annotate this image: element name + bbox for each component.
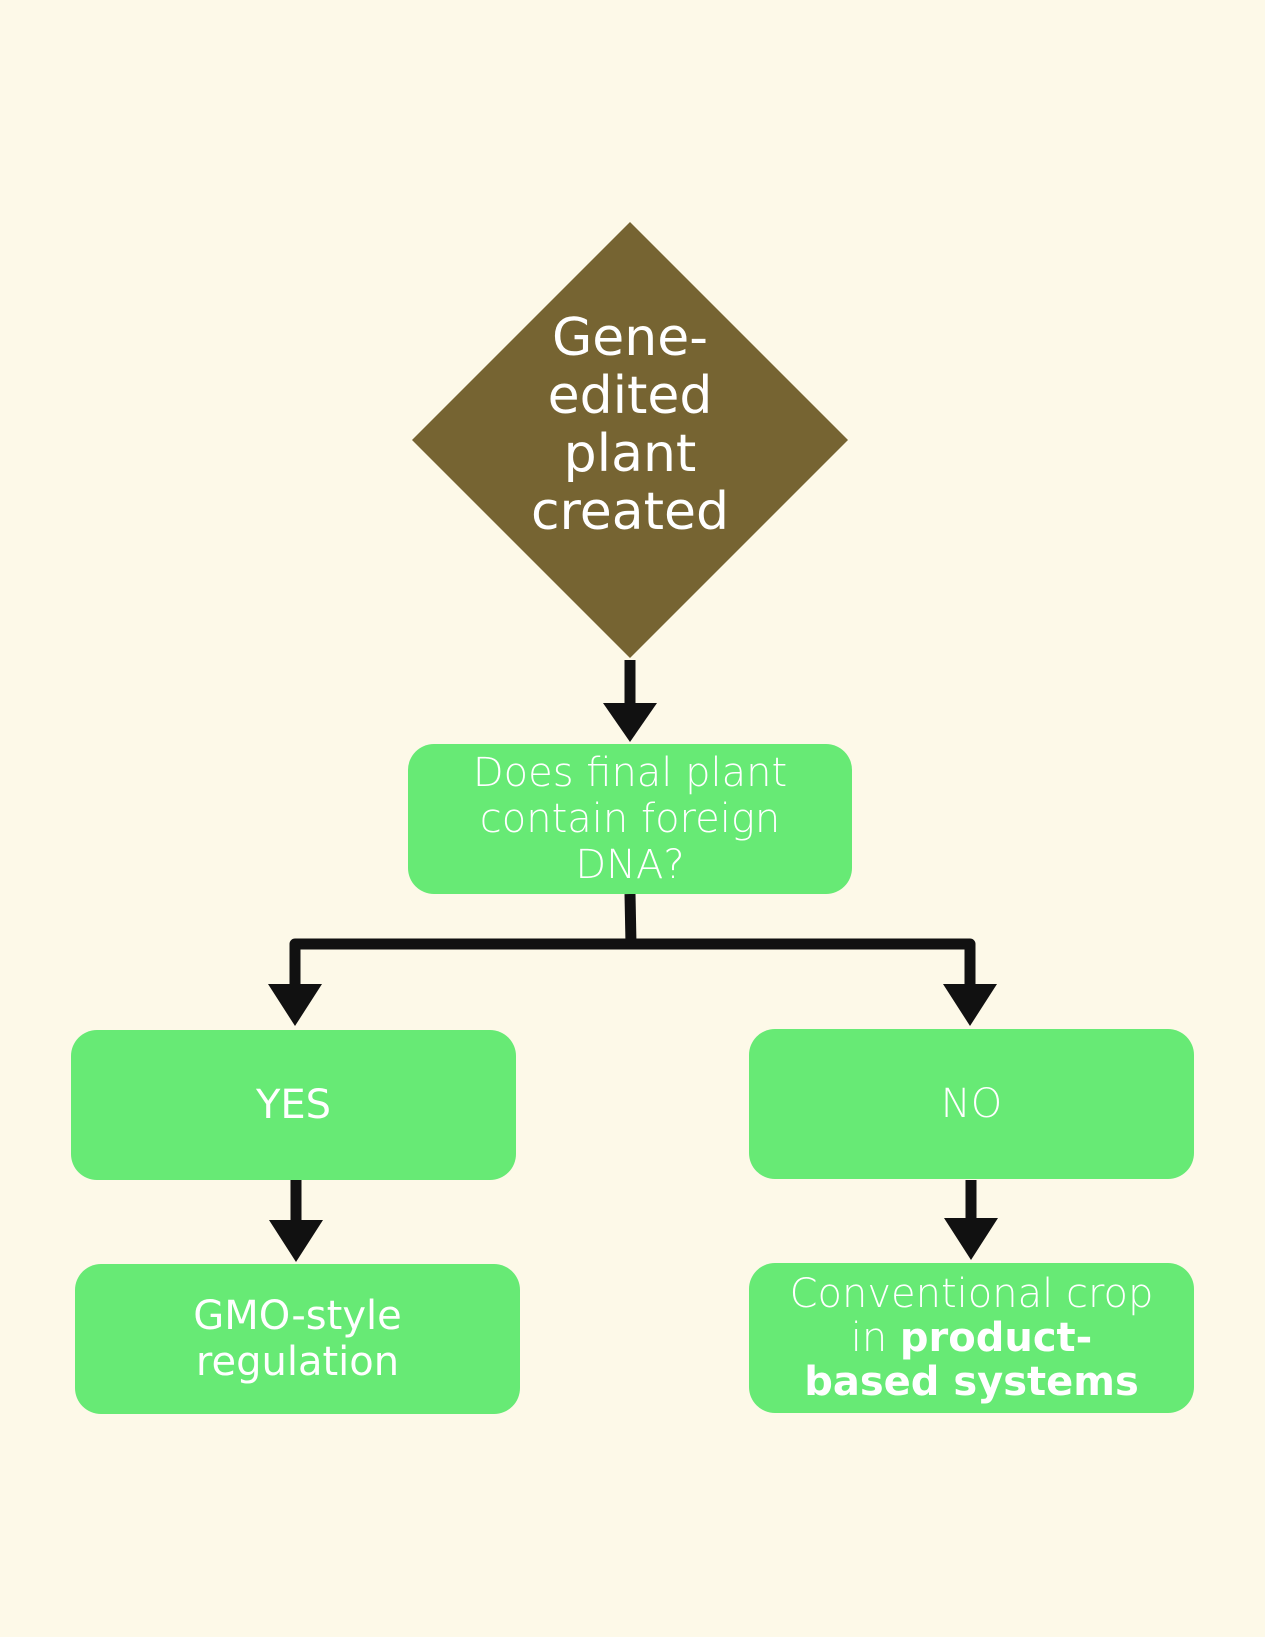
gmo-regulation-node: GMO-style regulation <box>75 1264 520 1414</box>
conventional-crop-emphasis: product-based systems <box>804 1315 1139 1405</box>
arrowhead-conventional <box>944 1218 998 1260</box>
arrowhead-gmo <box>269 1220 323 1262</box>
gmo-regulation-text: GMO-style regulation <box>193 1293 402 1385</box>
question-node: Does final plant contain foreign DNA? <box>408 744 852 894</box>
conventional-crop-node: Conventional crop in product-based syste… <box>749 1263 1194 1413</box>
arrowhead-question <box>603 703 657 742</box>
arrowhead-yes <box>268 984 322 1026</box>
start-diamond <box>412 222 848 658</box>
connector-question-down <box>624 893 637 945</box>
conventional-crop-text-wrap: Conventional crop in product-based syste… <box>787 1272 1157 1404</box>
start-node-label: Gene-edited plant created <box>470 300 790 550</box>
no-text: NO <box>940 1081 1003 1127</box>
arrowhead-no <box>943 984 997 1026</box>
yes-text: YES <box>255 1082 332 1128</box>
connector-branch-horizontal <box>289 938 976 988</box>
start-node-text: Gene-edited plant created <box>530 308 730 542</box>
yes-node: YES <box>71 1030 516 1180</box>
no-node: NO <box>749 1029 1194 1179</box>
question-text: Does final plant contain foreign DNA? <box>472 750 788 888</box>
conventional-crop-prefix: Conventional crop in <box>789 1271 1154 1361</box>
